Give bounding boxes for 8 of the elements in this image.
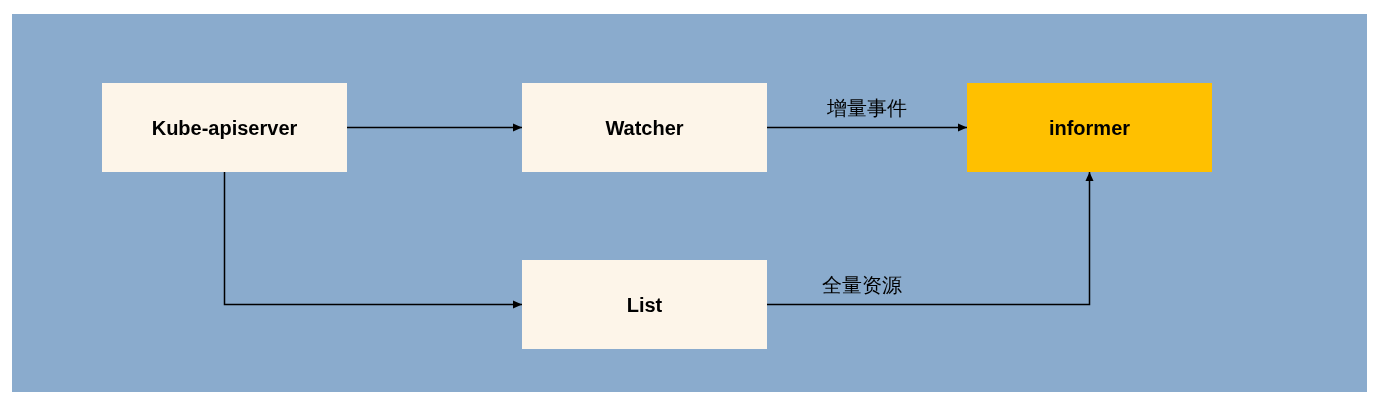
process-box: informer: [967, 83, 1212, 172]
arrow: [766, 123, 968, 132]
arrow: [766, 171, 1094, 306]
process-box: Kube-apiserver: [102, 83, 347, 172]
arrow: [346, 123, 523, 132]
process-box: List: [522, 260, 767, 349]
arrow: [223, 171, 523, 309]
process-box: Watcher: [522, 83, 767, 172]
